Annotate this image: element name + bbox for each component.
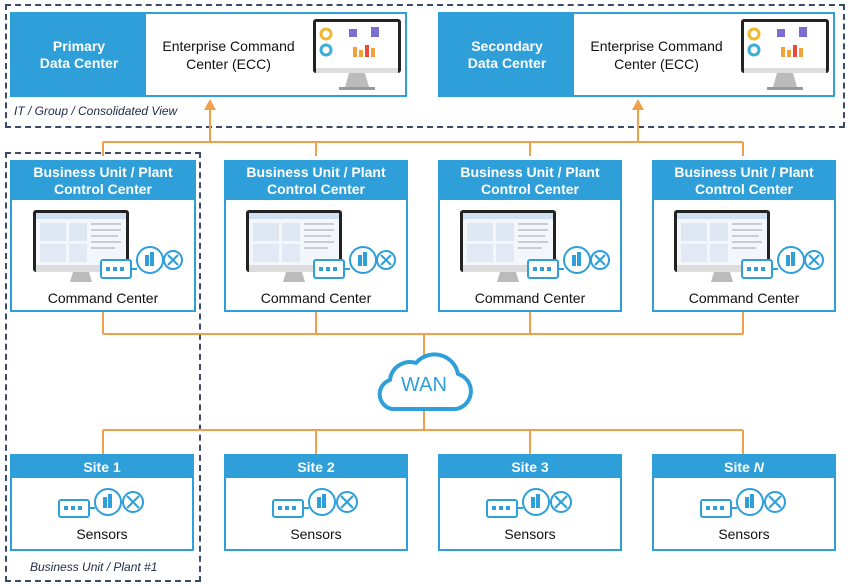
wan-cloud: WAN (370, 352, 478, 414)
network-icon (336, 491, 358, 513)
command-center-label: Command Center (474, 290, 586, 306)
cloud-icon (377, 352, 473, 411)
network-icon (590, 250, 610, 270)
site-header-prefix: Site (724, 458, 754, 475)
monitor-icon (313, 19, 401, 90)
gateway-device-icon (486, 499, 523, 518)
gateway-device-icon (527, 259, 564, 279)
site-header: Site 1 (12, 456, 192, 478)
gateway-device-icon (58, 499, 95, 518)
consolidated-view-group (5, 4, 845, 128)
secondary-ecc-label: Enterprise Command Center (ECC) (590, 37, 723, 72)
site-devices-icon (700, 488, 786, 518)
gateway-device-icon (272, 499, 309, 518)
command-center-label: Command Center (688, 290, 800, 306)
sensor-icon (563, 246, 591, 274)
gateway-device-icon (700, 499, 737, 518)
control-center-box: Business Unit / Plant Control Center (224, 160, 408, 312)
sensor-icon (522, 488, 550, 516)
sensor-icon (308, 488, 336, 516)
primary-data-center-header: Primary Data Center (12, 14, 146, 95)
sensor-icon (736, 488, 764, 516)
command-center-workstation-icon (246, 210, 396, 282)
network-icon (163, 250, 183, 270)
command-center-workstation-icon (674, 210, 824, 282)
site-devices-icon (486, 488, 572, 518)
site-header: Site N (654, 456, 834, 478)
network-icon (764, 491, 786, 513)
control-center-box: Business Unit / Plant Control Center (652, 160, 836, 312)
command-center-label: Command Center (47, 290, 159, 306)
command-center-workstation-icon (33, 210, 183, 282)
sensors-label: Sensors (76, 526, 128, 542)
gateway-device-icon (741, 259, 778, 279)
network-icon (550, 491, 572, 513)
site-devices-icon (272, 488, 358, 518)
sensors-label: Sensors (290, 526, 342, 542)
gateway-device-icon (313, 259, 350, 279)
site-header-n: N (753, 458, 764, 475)
sensor-icon (94, 488, 122, 516)
secondary-data-center-box: Secondary Data Center Enterprise Command… (438, 12, 835, 97)
control-center-header: Business Unit / Plant Control Center (12, 162, 194, 200)
sensors-label: Sensors (504, 526, 556, 542)
site-header: Site 3 (440, 456, 620, 478)
secondary-data-center-header: Secondary Data Center (440, 14, 574, 95)
control-center-header: Business Unit / Plant Control Center (440, 162, 620, 200)
sensor-icon (777, 246, 805, 274)
sensors-label: Sensors (718, 526, 770, 542)
site-devices-icon (58, 488, 144, 518)
command-center-label: Command Center (260, 290, 372, 306)
site-box: Site N Sensors (652, 454, 836, 551)
site-box: Site 3 Sensors (438, 454, 622, 551)
primary-data-center-box: Primary Data Center Enterprise Command C… (10, 12, 407, 97)
control-center-box: Business Unit / Plant Control Center (10, 160, 196, 312)
network-icon (376, 250, 396, 270)
control-center-header: Business Unit / Plant Control Center (226, 162, 406, 200)
sensor-icon (136, 246, 164, 274)
plant-group-label: Business Unit / Plant #1 (30, 560, 158, 574)
monitor-icon (741, 19, 829, 90)
gateway-device-icon (100, 259, 137, 279)
primary-ecc-label: Enterprise Command Center (ECC) (162, 37, 295, 72)
site-box: Site 1 Sensors (10, 454, 194, 551)
wan-label: WAN (401, 374, 447, 396)
network-icon (122, 491, 144, 513)
consolidated-view-label: IT / Group / Consolidated View (14, 104, 178, 118)
command-center-workstation-icon (460, 210, 610, 282)
control-center-box: Business Unit / Plant Control Center (438, 160, 622, 312)
site-header: Site 2 (226, 456, 406, 478)
control-center-header: Business Unit / Plant Control Center (654, 162, 834, 200)
network-icon (804, 250, 824, 270)
sensor-icon (349, 246, 377, 274)
site-box: Site 2 Sensors (224, 454, 408, 551)
